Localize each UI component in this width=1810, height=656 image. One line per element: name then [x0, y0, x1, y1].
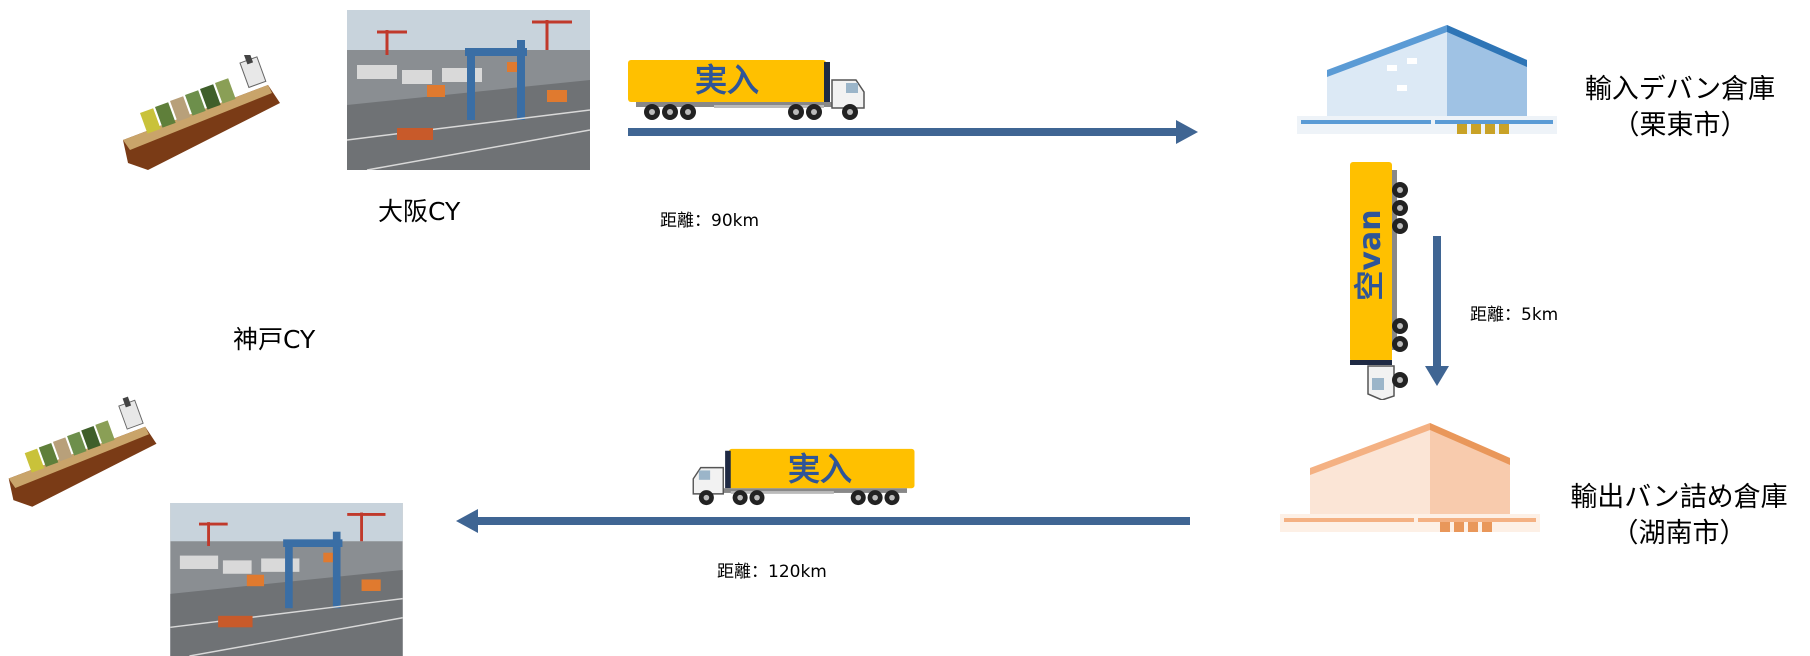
warehouse-name: 輸入デバン倉庫 — [1584, 74, 1776, 105]
warehouse-city: （栗東市） — [1612, 110, 1748, 142]
container-ship-icon — [123, 55, 280, 170]
transport-arrow — [1425, 236, 1449, 386]
export-warehouse-label: 輸出バン詰め倉庫 （湖南市） — [1550, 480, 1808, 553]
distance-label: 距離：5km — [1470, 305, 1559, 325]
export-warehouse-icon — [1280, 423, 1540, 532]
import-warehouse-icon — [1297, 25, 1557, 134]
import-warehouse-label: 輸入デバン倉庫 （栗東市） — [1555, 72, 1805, 145]
truck-cargo-label: 空van — [1353, 209, 1388, 301]
empty-van-truck-icon — [1350, 162, 1408, 400]
container-ship-icon — [8, 396, 157, 507]
transport-arrow — [456, 509, 1190, 533]
kobe-container-yard-image — [170, 503, 403, 656]
truck-cargo-label: 実入 — [787, 450, 852, 488]
distance-label: 距離：90km — [660, 211, 760, 231]
truck-icon — [692, 448, 915, 506]
transport-arrow — [628, 120, 1198, 144]
kobe-cy-label: 神戸CY — [233, 325, 316, 354]
truck-cargo-label: 実入 — [694, 61, 759, 99]
osaka-cy-label: 大阪CY — [378, 197, 461, 226]
truck-icon — [628, 60, 865, 120]
warehouse-name: 輸出バン詰め倉庫 — [1570, 482, 1788, 513]
warehouse-city: （湖南市） — [1611, 518, 1747, 550]
distance-label: 距離：120km — [717, 562, 827, 582]
osaka-container-yard-image — [347, 10, 590, 170]
